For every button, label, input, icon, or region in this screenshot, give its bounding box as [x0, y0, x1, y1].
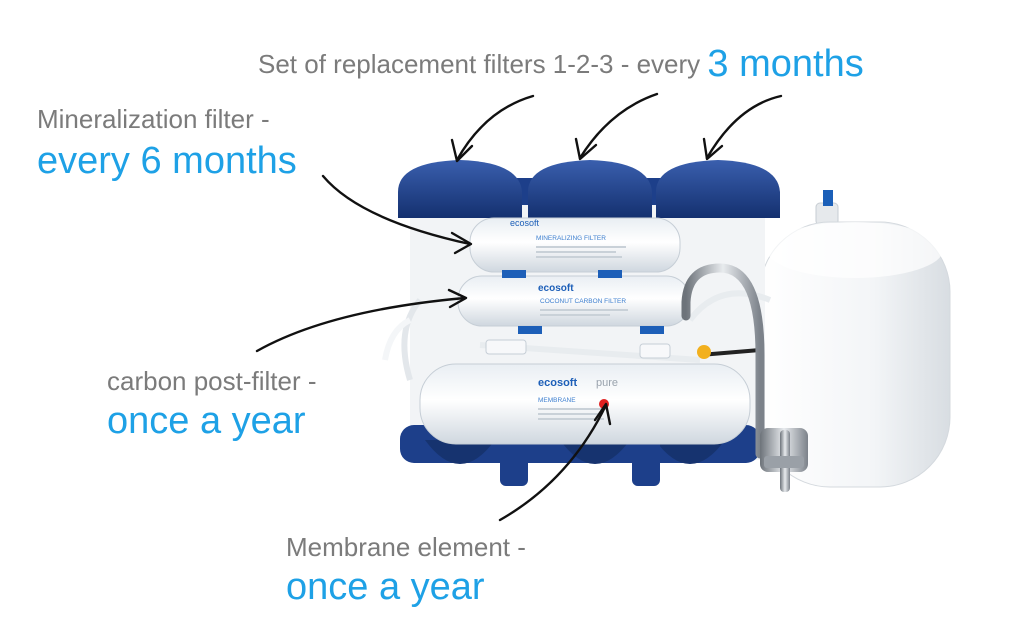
- carbon-cartridge: ecosoft COCONUT CARBON FILTER: [457, 275, 691, 327]
- membrane-caption: Membrane element -: [286, 532, 526, 562]
- membrane-cartridge: ecosoft pure MEMBRANE: [419, 363, 751, 445]
- arrow-mineral: [321, 174, 473, 255]
- arrow-filter-2: [574, 92, 659, 161]
- carbon-filter-caption: carbon post-filter -: [107, 366, 317, 396]
- mineral-brand-text: ecosoft: [510, 218, 540, 228]
- membrane-interval-caption: once a year: [286, 566, 485, 608]
- arrow-filter-3: [702, 94, 783, 161]
- carbon-cartridge-text: COCONUT CARBON FILTER: [540, 298, 626, 305]
- arrow-membrane: [498, 402, 612, 522]
- replacement-set-caption: Set of replacement filters 1-2-3 - every…: [258, 40, 864, 85]
- membrane-brand-text: ecosoft: [538, 377, 577, 389]
- arrow-filter-1: [450, 94, 535, 163]
- mineral-interval-caption: every 6 months: [37, 140, 297, 182]
- annotation-arrows: [255, 92, 783, 522]
- faucet: [681, 263, 808, 492]
- mineral-cartridge-text: MINERALIZING FILTER: [536, 235, 606, 242]
- mineralizing-cartridge: ecosoft MINERALIZING FILTER: [469, 217, 681, 273]
- replacement-set-text: Set of replacement filters 1-2-3 - every: [258, 49, 701, 79]
- mineral-filter-caption: Mineralization filter -: [37, 104, 270, 134]
- replacement-interval-text: 3 months: [707, 43, 864, 85]
- arrow-carbon: [255, 288, 468, 353]
- carbon-interval-caption: once a year: [107, 400, 306, 442]
- membrane-cartridge-text: MEMBRANE: [538, 397, 576, 404]
- carbon-brand-text: ecosoft: [538, 283, 574, 294]
- fittings: [485, 270, 711, 359]
- membrane-series-text: pure: [596, 377, 618, 389]
